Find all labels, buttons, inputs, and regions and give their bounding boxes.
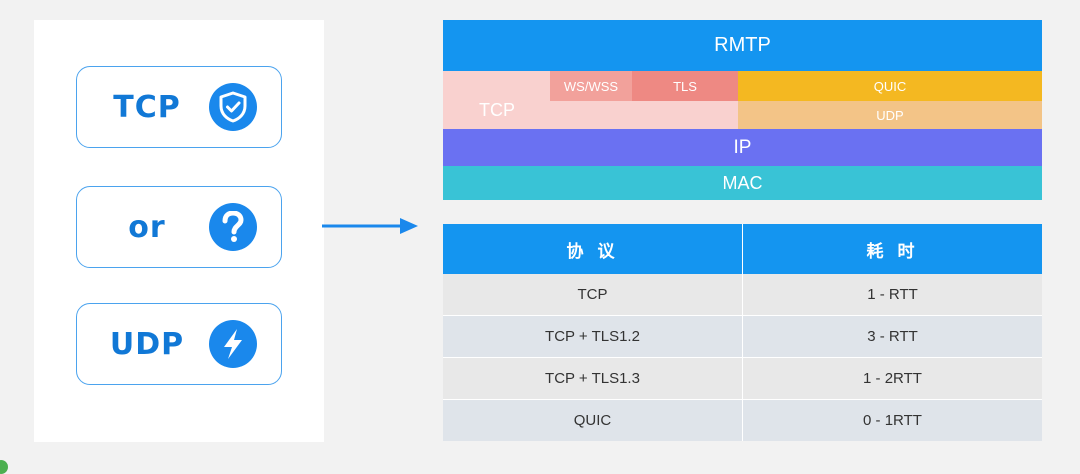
cell-protocol: TCP + TLS1.2	[443, 316, 743, 357]
status-dot-icon	[0, 460, 8, 474]
rmtp-layer: RMTP	[443, 20, 1042, 71]
protocol-choice-panel: TCP or UDP	[34, 20, 324, 442]
tls-layer: TLS	[632, 71, 738, 101]
choice-or: or	[76, 186, 282, 268]
lightning-bolt-icon	[209, 320, 257, 368]
choice-udp: UDP	[76, 303, 282, 385]
cell-latency: 1 - 2RTT	[863, 370, 922, 387]
question-mark-icon	[209, 203, 257, 251]
choice-tcp: TCP	[76, 66, 282, 148]
table-row: TCP + TLS1.2 3 - RTT	[443, 315, 1042, 357]
header-latency: 耗 时	[866, 241, 919, 262]
table-header: 协 议 耗 时	[443, 224, 1042, 274]
quic-layer: QUIC	[738, 71, 1042, 101]
cell-protocol: TCP	[443, 274, 743, 315]
udp-layer: UDP	[738, 101, 1042, 129]
table-row: TCP 1 - RTT	[443, 274, 1042, 315]
ws-wss-layer: WS/WSS	[550, 71, 632, 101]
cell-protocol: TCP + TLS1.3	[443, 358, 743, 399]
choice-label: or	[128, 209, 166, 245]
table-row: QUIC 0 - 1RTT	[443, 399, 1042, 441]
header-protocol: 协 议	[443, 224, 743, 274]
cell-protocol: QUIC	[443, 400, 743, 441]
table-row: TCP + TLS1.3 1 - 2RTT	[443, 357, 1042, 399]
ip-layer: IP	[443, 129, 1042, 166]
choice-label: UDP	[109, 326, 185, 362]
handshake-latency-table: 协 议 耗 时 TCP 1 - RTT TCP + TLS1.2 3 - RTT…	[443, 224, 1042, 441]
shield-check-icon	[209, 83, 257, 131]
right-arrow-icon	[322, 218, 418, 234]
cell-latency: 0 - 1RTT	[863, 412, 922, 429]
choice-label: TCP	[113, 89, 181, 125]
cell-latency: 1 - RTT	[867, 286, 918, 303]
cell-latency: 3 - RTT	[867, 328, 918, 345]
mac-layer: MAC	[443, 166, 1042, 200]
